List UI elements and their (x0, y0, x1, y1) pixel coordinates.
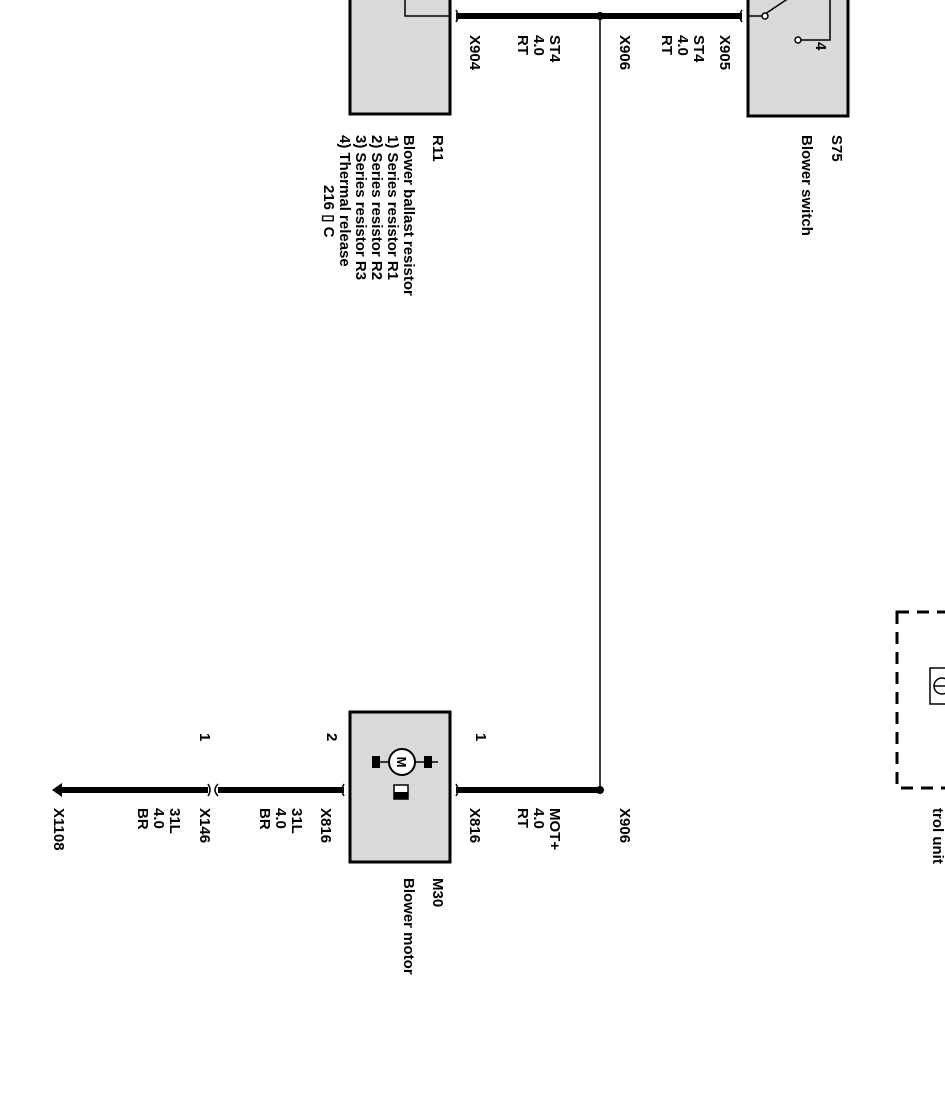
x146-size-label: 4.0 (150, 808, 167, 829)
s75-pin-label: 4 (812, 42, 829, 51)
r11-name-label: Blower ballast resistor (400, 135, 417, 296)
connector-x904-icon (455, 9, 459, 23)
x905-connector-label: X905 (716, 35, 733, 70)
x816-bottom-signal-label: 31L (288, 808, 305, 834)
s75-id-label: S75 (828, 135, 845, 162)
x816-top-connector-label: X816 (466, 808, 483, 843)
x816-bottom-connector-label: X816 (317, 808, 334, 843)
x816-bottom-pin-label: 2 (323, 733, 340, 741)
x904-size-label: 4.0 (530, 35, 547, 56)
splice-dot-bottom (596, 786, 604, 794)
connector-x905-icon (739, 9, 743, 23)
x906-top-connector-label: X906 (616, 35, 633, 70)
mot-plus-color-label: RT (514, 808, 531, 828)
ground-arrow-icon (52, 783, 62, 797)
mot-plus-size-label: 4.0 (530, 808, 547, 829)
r11-id-label: R11 (429, 135, 446, 162)
r11-item-2: 2) Series resistor R2 (368, 135, 385, 280)
r11-resistor-box (348, 0, 452, 116)
connector-x816-pin1-icon (455, 783, 459, 797)
connector-x816-pin2-icon (341, 783, 345, 797)
x146-color-label: BR (134, 808, 151, 830)
x904-connector-label: X904 (466, 35, 483, 71)
splice-dot-top (596, 12, 604, 20)
connector-x146-icon (207, 783, 219, 797)
m30-name-label: Blower motor (400, 878, 417, 975)
x904-signal-label: ST4 (546, 35, 563, 63)
r11-internal-wire (404, 0, 450, 17)
motor-icon (372, 748, 432, 776)
r11-item-3: 3) Series resistor R3 (352, 135, 369, 280)
control-unit-name-label: trol unit (929, 808, 945, 864)
x1108-connector-label: X1108 (50, 808, 67, 851)
x146-pin-label: 1 (196, 733, 213, 741)
x906-top-size-label: 4.0 (674, 35, 691, 56)
s75-name-label: Blower switch (798, 135, 815, 236)
x816-bottom-color-label: BR (256, 808, 273, 830)
x816-top-pin-label: 1 (472, 733, 489, 741)
control-unit-symbol-icon (929, 667, 945, 705)
motor-letter: M (394, 757, 409, 768)
r11-item-1: 1) Series resistor R1 (384, 135, 401, 280)
x906-bottom-connector-label: X906 (616, 808, 633, 843)
x146-signal-label: 31L (166, 808, 183, 834)
x816-bottom-size-label: 4.0 (272, 808, 289, 829)
m30-id-label: M30 (429, 878, 446, 907)
r11-temp-label: 216 ▯ C (320, 185, 337, 238)
mot-plus-signal-label: MOT+ (546, 808, 563, 850)
x904-color-label: RT (514, 35, 531, 55)
control-unit-box (895, 610, 945, 790)
r11-item-4: 4) Thermal release (336, 135, 353, 267)
x906-top-signal-label: ST4 (690, 35, 707, 63)
s75-internal-switch-icon (748, 0, 831, 44)
x906-top-color-label: RT (658, 35, 675, 55)
motor-case-icon (393, 784, 409, 800)
x146-connector-label: X146 (196, 808, 213, 843)
